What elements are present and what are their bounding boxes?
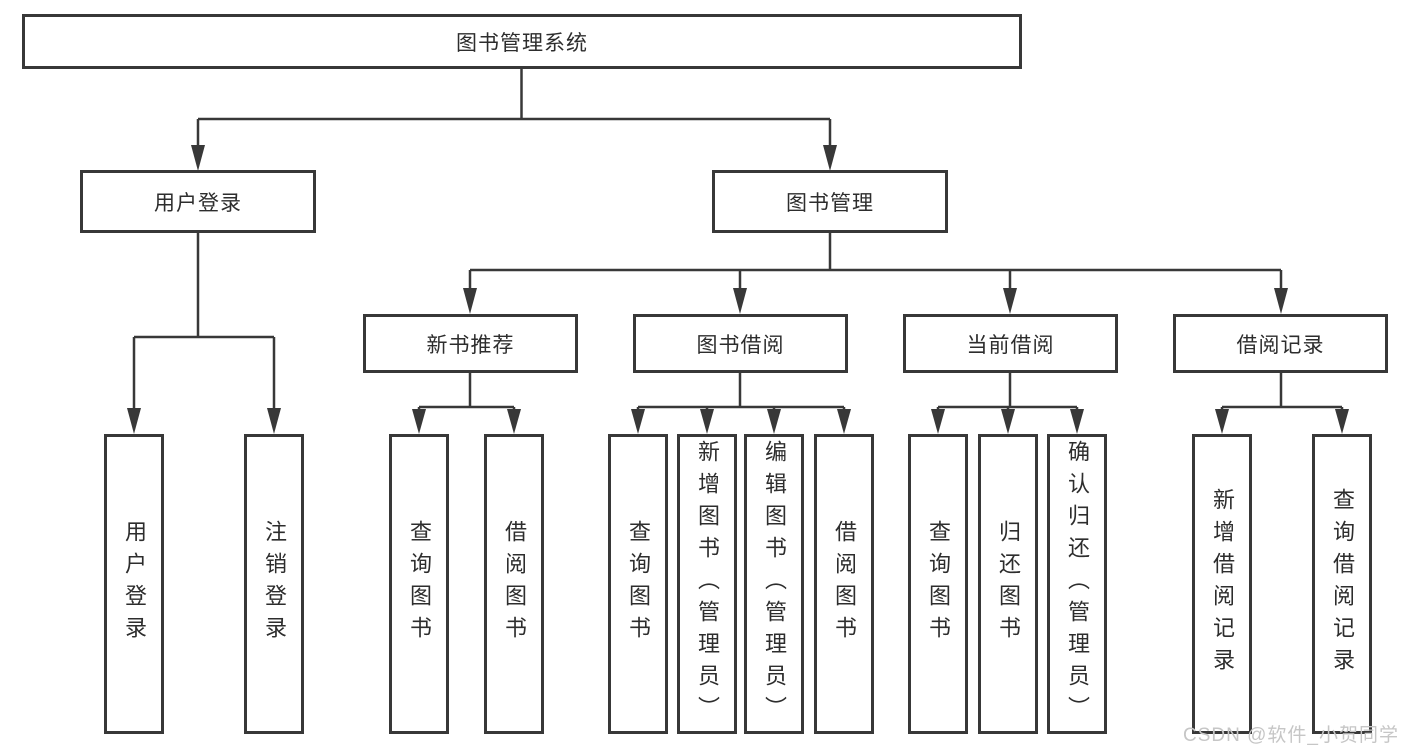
- leaf-return-book-label: 归还图书: [996, 520, 1021, 648]
- leaf-logout-login-label: 注销登录: [262, 520, 287, 648]
- connector-new-book-recommend: [412, 373, 521, 434]
- node-user-login: 用户登录: [80, 170, 316, 233]
- connector-user-login: [127, 233, 281, 434]
- leaf-query-books-borrow: 查询图书: [608, 434, 668, 734]
- leaf-borrow-books-borrow-label: 借阅图书: [832, 520, 857, 648]
- connector-book-borrow: [631, 373, 851, 434]
- node-user-login-label: 用户登录: [154, 191, 242, 215]
- leaf-return-book: 归还图书: [978, 434, 1038, 734]
- connector-root: [191, 68, 837, 171]
- node-book-management: 图书管理: [712, 170, 948, 233]
- leaf-query-books-current-label: 查询图书: [926, 520, 951, 648]
- leaf-borrow-books-borrow: 借阅图书: [814, 434, 874, 734]
- leaf-edit-book-admin-label: 编辑图书（管理员）: [762, 440, 787, 728]
- connector-borrow-records: [1215, 373, 1349, 434]
- leaf-query-books-recommend-label: 查询图书: [407, 520, 432, 648]
- leaf-add-book-admin: 新增图书（管理员）: [677, 434, 737, 734]
- leaf-add-borrow-record-label: 新增借阅记录: [1210, 488, 1235, 680]
- leaf-user-login: 用户登录: [104, 434, 164, 734]
- node-new-book-recommend-label: 新书推荐: [426, 333, 515, 357]
- node-book-borrow-label: 图书借阅: [696, 333, 785, 357]
- leaf-logout-login: 注销登录: [244, 434, 304, 734]
- node-borrow-records-label: 借阅记录: [1236, 333, 1325, 357]
- leaf-query-books-current: 查询图书: [908, 434, 968, 734]
- connector-current-borrow: [931, 373, 1084, 434]
- leaf-borrow-books-recommend: 借阅图书: [484, 434, 544, 734]
- node-borrow-records: 借阅记录: [1173, 314, 1388, 373]
- node-root: 图书管理系统: [22, 14, 1022, 69]
- leaf-borrow-books-recommend-label: 借阅图书: [502, 520, 527, 648]
- leaf-confirm-return-admin-label: 确认归还（管理员）: [1065, 440, 1090, 728]
- leaf-add-borrow-record: 新增借阅记录: [1192, 434, 1252, 734]
- leaf-query-borrow-record-label: 查询借阅记录: [1330, 488, 1355, 680]
- leaf-add-book-admin-label: 新增图书（管理员）: [695, 440, 720, 728]
- leaf-edit-book-admin: 编辑图书（管理员）: [744, 434, 804, 734]
- node-book-borrow: 图书借阅: [633, 314, 848, 373]
- node-new-book-recommend: 新书推荐: [363, 314, 578, 373]
- csdn-watermark: CSDN @软件_小贺同学: [1183, 725, 1399, 746]
- leaf-query-borrow-record: 查询借阅记录: [1312, 434, 1372, 734]
- node-current-borrow: 当前借阅: [903, 314, 1118, 373]
- leaf-user-login-label: 用户登录: [122, 520, 147, 648]
- node-root-label: 图书管理系统: [456, 31, 588, 55]
- leaf-confirm-return-admin: 确认归还（管理员）: [1047, 434, 1107, 734]
- connector-book-management: [463, 233, 1288, 314]
- node-book-management-label: 图书管理: [786, 191, 874, 215]
- leaf-query-books-recommend: 查询图书: [389, 434, 449, 734]
- node-current-borrow-label: 当前借阅: [966, 333, 1055, 357]
- leaf-query-books-borrow-label: 查询图书: [626, 520, 651, 648]
